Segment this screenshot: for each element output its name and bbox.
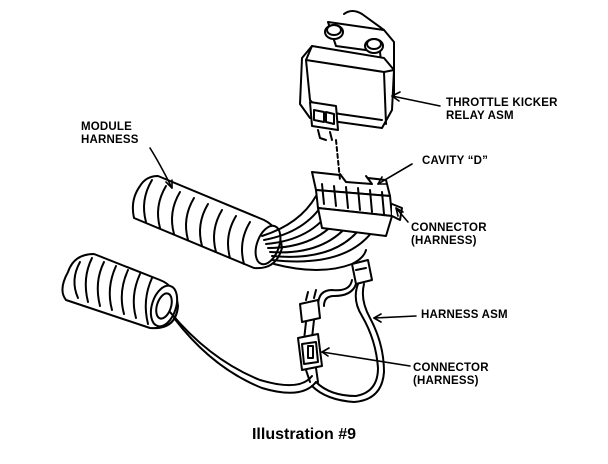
connector-upper-label: CONNECTOR (HARNESS) xyxy=(411,222,487,248)
figure-caption: Illustration #9 xyxy=(251,426,357,443)
connector-lower-label-line2: (HARNESS) xyxy=(413,375,479,387)
relay-label: THROTTLE KICKER RELAY ASM xyxy=(446,97,558,123)
module-harness-label-line2: HARNESS xyxy=(81,134,139,146)
relay-label-line1: THROTTLE KICKER xyxy=(446,97,558,109)
lower-conduit-wires xyxy=(170,312,316,393)
lower-conduit xyxy=(62,254,181,330)
module-harness-label-line1: MODULE xyxy=(81,121,133,133)
upper-connector xyxy=(312,172,402,236)
relay-assembly xyxy=(300,11,394,140)
alignment-line xyxy=(336,140,340,180)
connector-upper-label-line2: (HARNESS) xyxy=(411,235,477,247)
cavity-label: CAVITY “D” xyxy=(422,155,488,168)
connector-upper-label-line1: CONNECTOR xyxy=(411,222,487,234)
connector-lower-label-line1: CONNECTOR xyxy=(413,362,489,374)
leader-arrows xyxy=(150,92,440,366)
harness-asm-label-line1: HARNESS ASM xyxy=(421,309,508,321)
module-harness-label: MODULE HARNESS xyxy=(81,121,139,147)
module-harness-conduit xyxy=(133,176,285,268)
relay-label-line2: RELAY ASM xyxy=(446,110,514,122)
connector-lower-label: CONNECTOR (HARNESS) xyxy=(413,362,489,388)
harness-asm-label: HARNESS ASM xyxy=(421,309,508,322)
cavity-label-line1: CAVITY “D” xyxy=(422,155,489,167)
harness-asm xyxy=(298,260,384,402)
